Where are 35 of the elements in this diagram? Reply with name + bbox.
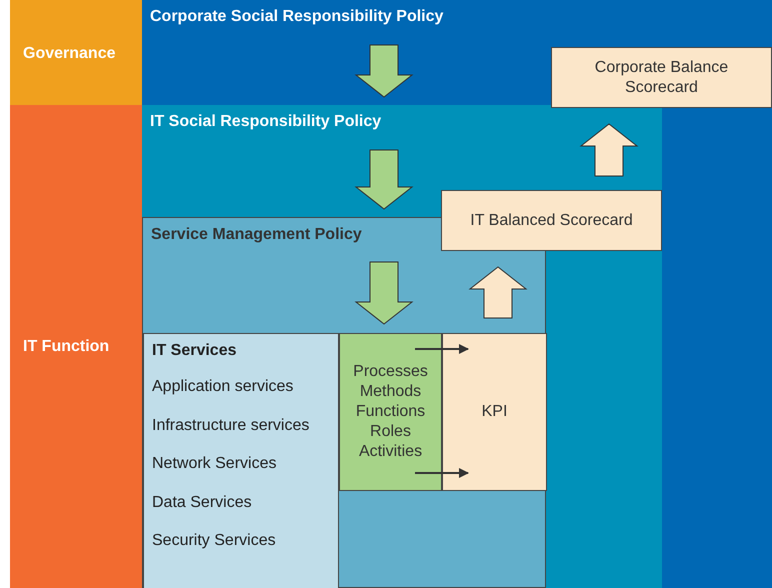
heading: IT Services [152,342,236,360]
list-item: Application services [152,378,294,396]
heading: IT Function [23,338,110,356]
box-text: Functions [354,402,426,422]
block-arrow [468,266,528,318]
block-arrow [354,262,414,325]
heading: Corporate Social Responsibility Policy [150,8,444,26]
box-text: KPI [480,402,508,422]
block-arrow [354,44,414,98]
arrow [415,344,469,354]
box-text: IT Balanced Scorecard [469,210,634,230]
band [10,105,142,588]
box-text: Corporate Balance Scorecard [594,58,730,98]
panel [142,0,772,588]
list-item: Data Services [152,494,252,512]
box-text: Processes [352,362,429,382]
box-text: Methods [358,382,422,402]
heading: Governance [23,45,116,63]
box [441,190,662,251]
heading: Service Management Policy [151,226,362,244]
block-arrow [354,150,414,210]
box [551,47,772,108]
band [10,0,142,105]
block-arrow [580,123,638,176]
box-text: Roles [369,422,412,442]
arrow [415,468,469,478]
box [442,333,547,491]
box-text: Activities [358,442,424,462]
heading: IT Social Responsibility Policy [150,113,382,131]
list-item: Network Services [152,455,276,473]
list-item: Infrastructure services [152,416,310,434]
list-item: Security Services [152,532,276,550]
panel [142,105,662,588]
panel [143,333,339,588]
box [339,333,442,491]
